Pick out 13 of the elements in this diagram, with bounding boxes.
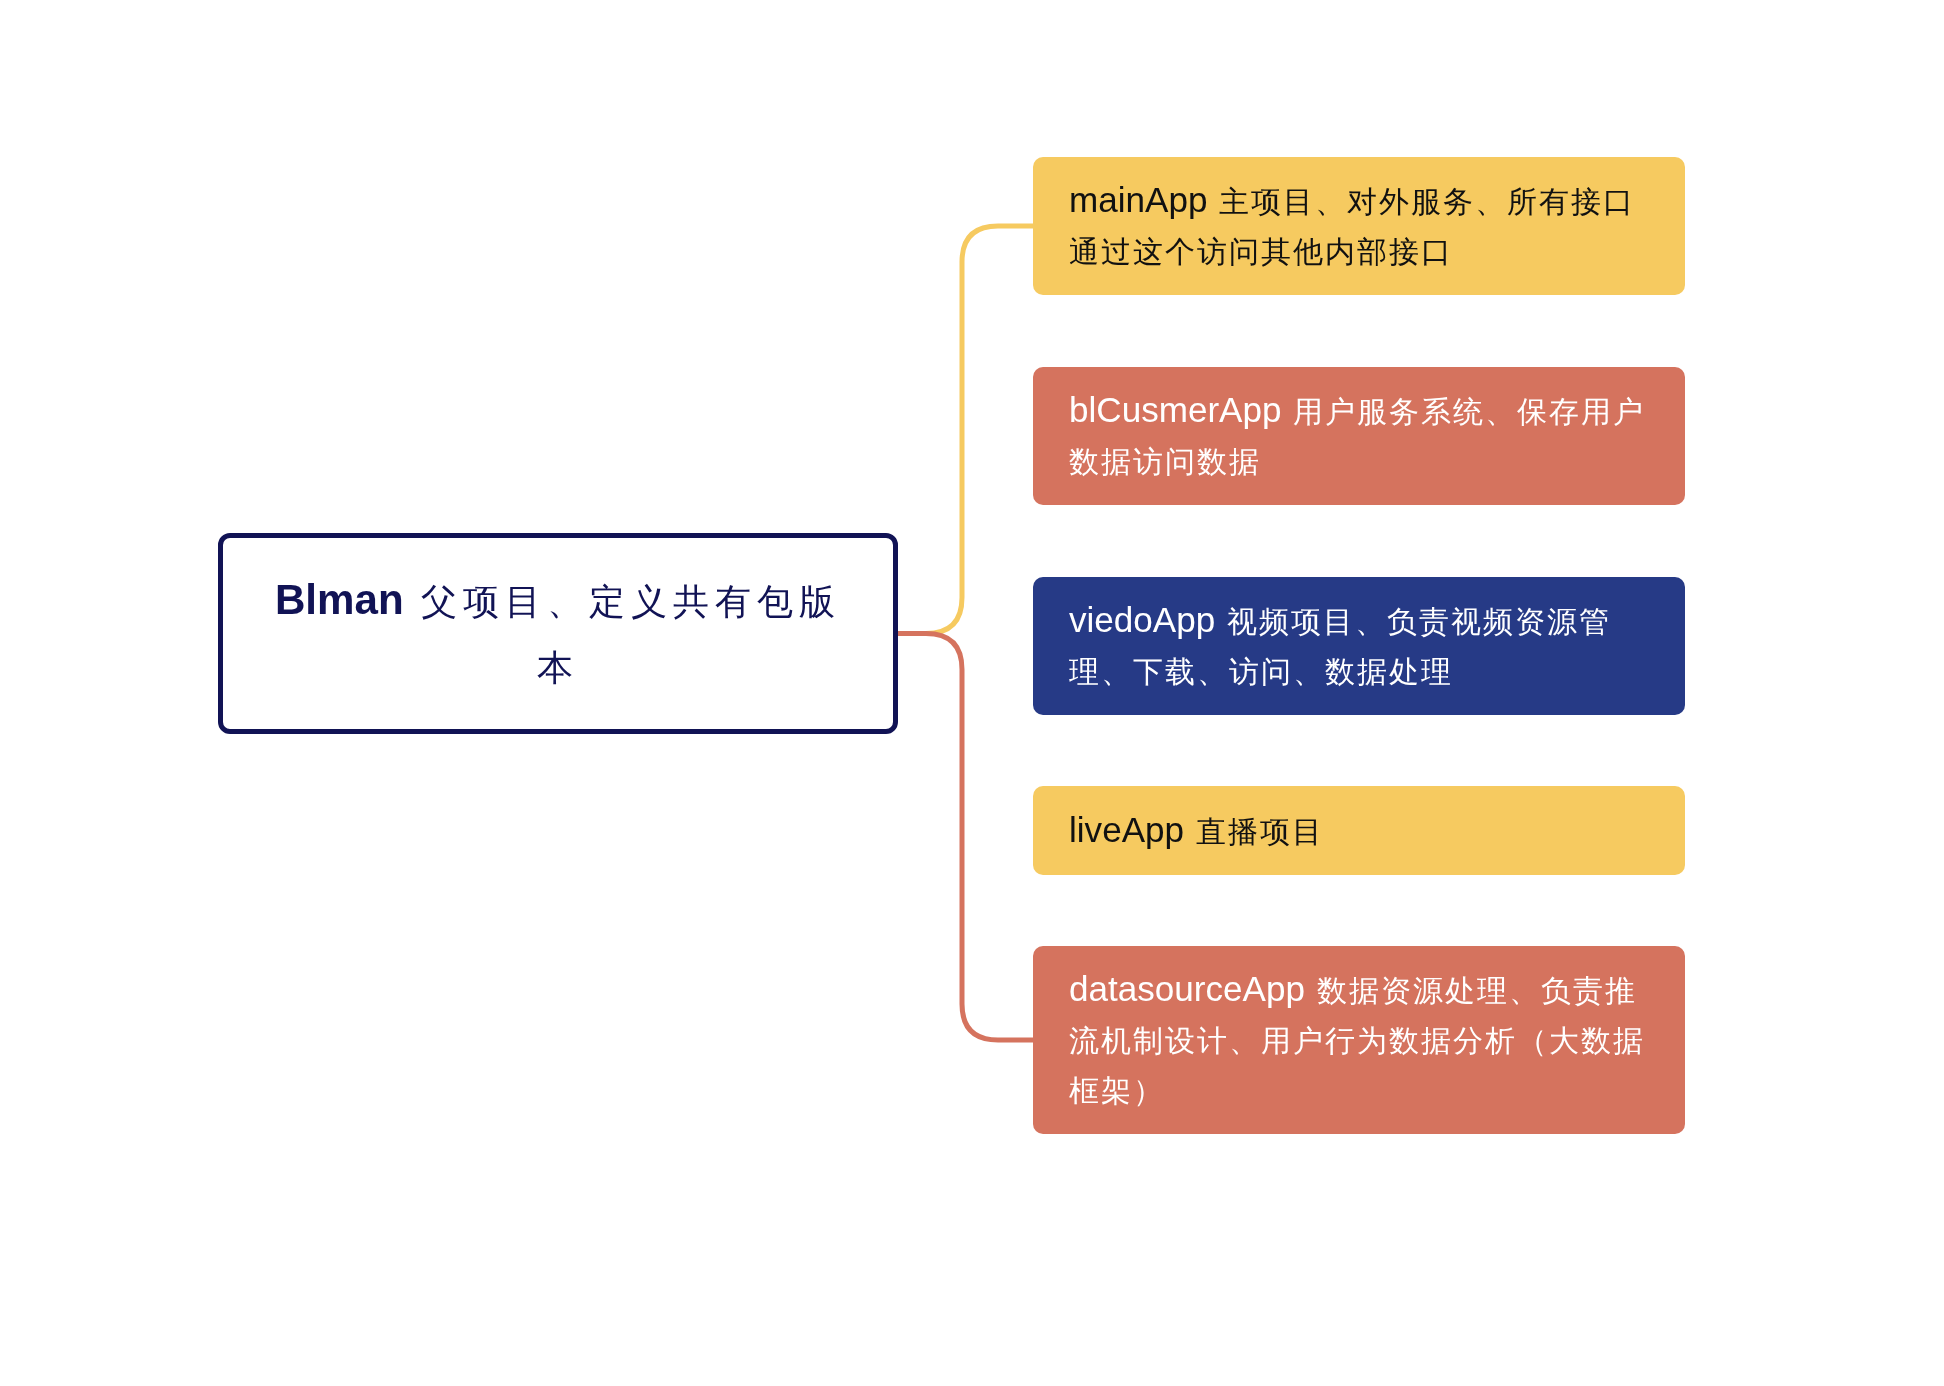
- subtopic-box: [1033, 367, 1685, 505]
- subtopic-box: [1033, 946, 1685, 1134]
- subtopic-text: blCusmerApp 用户服务系统、保存用户数据访问数据: [1069, 389, 1647, 481]
- root-topic-box: [218, 533, 898, 734]
- subtopic-box: [1033, 577, 1685, 715]
- subtopic-box: [1033, 786, 1685, 875]
- subtopic-text: mainApp 主项目、对外服务、所有接口通过这个访问其他内部接口: [1069, 179, 1636, 271]
- subtopic-text: datasourceApp 数据资源处理、负责推流机制设计、用户行为数据分析（大数据框架）: [1069, 968, 1646, 1110]
- root-topic-text: Blman 父项目、定义共有包版本: [273, 574, 843, 690]
- subtopic-text: viedoApp 视频项目、负责视频资源管理、下载、访问、数据处理: [1069, 599, 1612, 691]
- subtopic-text: liveApp 直播项目: [1069, 808, 1325, 851]
- connector: [898, 631, 1033, 1043]
- subtopic-box: [1033, 157, 1685, 295]
